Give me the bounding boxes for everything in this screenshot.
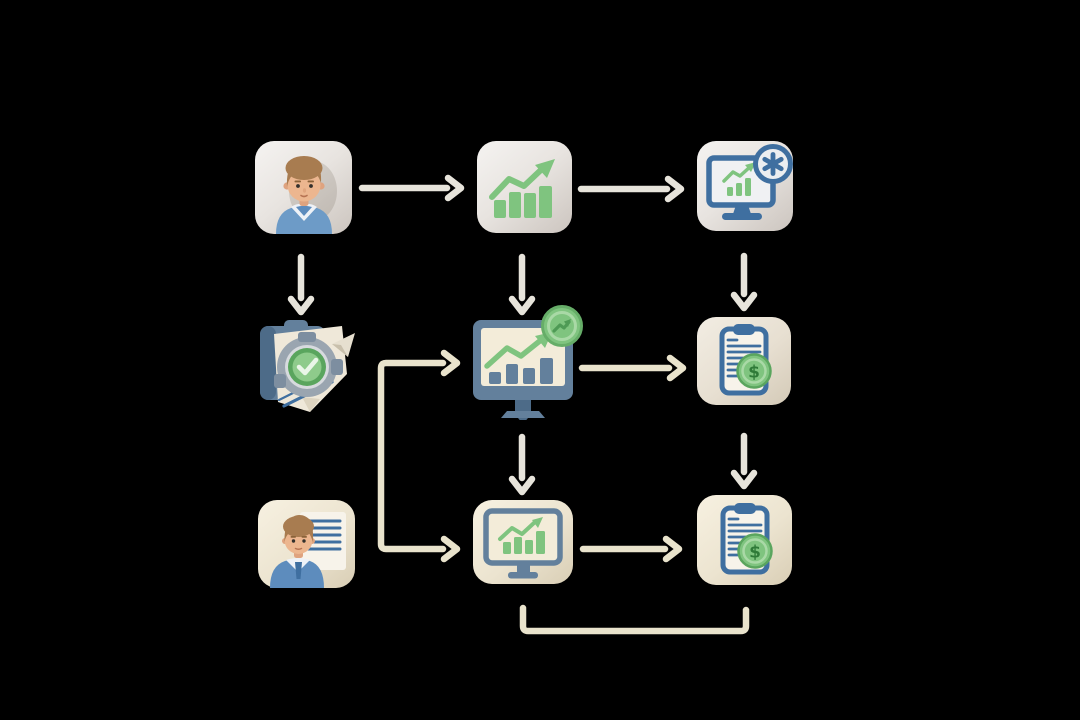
node-report-invoice: $ bbox=[697, 317, 791, 405]
person-head bbox=[283, 156, 325, 202]
monitor-frame bbox=[483, 508, 563, 579]
edge-report-to-invoice-arrow bbox=[730, 432, 758, 490]
edge-monitorreport-to-invoice-horizontal-arrow bbox=[579, 535, 683, 563]
dollar-glyph: $ bbox=[749, 543, 761, 563]
edge-monitorcoin-to-monitorreport-arrow bbox=[508, 433, 536, 496]
monitor-chart-coin-icon bbox=[473, 305, 583, 420]
chart-bars bbox=[489, 358, 553, 384]
node-document-approval bbox=[252, 312, 364, 420]
node-monitor-earnings bbox=[463, 302, 585, 420]
chart-trend-arrow bbox=[498, 517, 543, 541]
node-monitor-report bbox=[473, 500, 573, 584]
edge-user-to-approval-arrow bbox=[287, 253, 315, 316]
growth-coin-icon bbox=[541, 305, 583, 347]
bar-chart-growth-icon bbox=[489, 159, 555, 218]
dollar-glyph: $ bbox=[748, 363, 760, 383]
person-body bbox=[270, 558, 324, 588]
person-head bbox=[282, 515, 315, 554]
node-monitor-star bbox=[697, 141, 793, 231]
chart-trend-arrow bbox=[489, 159, 555, 200]
node-user-avatar bbox=[255, 141, 352, 234]
edge-chart-to-monitorstar-arrow bbox=[577, 175, 685, 203]
person-avatar-icon bbox=[276, 156, 337, 234]
monitor-chart-icon bbox=[483, 508, 563, 579]
edge-monitorcoin-to-report-horizontal-arrow bbox=[578, 354, 687, 382]
paper-plane-icon bbox=[332, 333, 355, 357]
node-growth-chart bbox=[477, 141, 572, 233]
node-user-report bbox=[258, 500, 355, 588]
edge-branch-rail-double-arrow bbox=[377, 349, 461, 563]
star-badge-icon bbox=[753, 144, 793, 184]
clipboard-dollar-icon: $ bbox=[720, 503, 773, 575]
person-body bbox=[276, 203, 332, 234]
edge-bottom-loop-connector bbox=[519, 604, 750, 635]
dollar-coin-icon: $ bbox=[737, 533, 773, 569]
edge-monitorstar-to-report-arrow bbox=[730, 252, 758, 312]
monitor-star-icon bbox=[706, 144, 793, 220]
person-document-icon bbox=[270, 512, 346, 588]
chart-bars bbox=[503, 531, 545, 554]
clipboard-dollar-icon: $ bbox=[719, 324, 772, 396]
chart-bars bbox=[494, 186, 552, 218]
document-check-seal-icon bbox=[260, 320, 355, 412]
approval-seal-check-icon bbox=[274, 332, 343, 397]
edge-user-to-chart-arrow bbox=[358, 174, 465, 202]
edge-chart-to-monitorcoin-arrow bbox=[508, 253, 536, 316]
dollar-coin-icon: $ bbox=[736, 353, 772, 389]
node-invoice-final: $ bbox=[697, 495, 792, 585]
